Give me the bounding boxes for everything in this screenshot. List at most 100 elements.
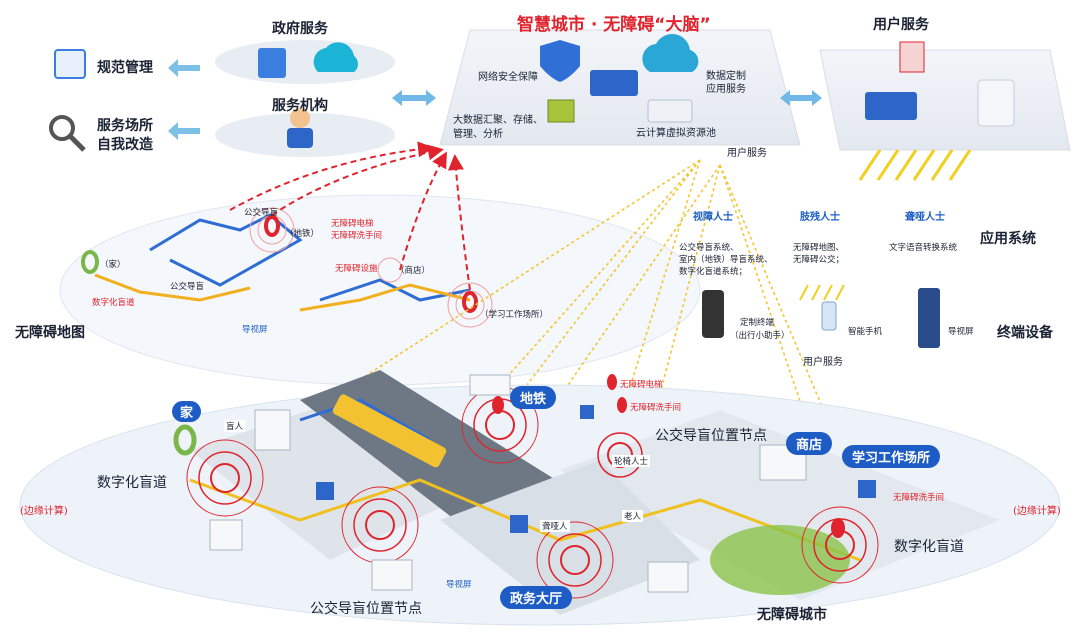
server-icon bbox=[590, 70, 638, 96]
big-data-line2: 管理、分析 bbox=[453, 129, 503, 140]
gov-oval bbox=[215, 40, 395, 84]
city-shop-pin-icon bbox=[831, 518, 845, 538]
guide-screen-icon bbox=[918, 288, 940, 348]
double-arrow-left bbox=[392, 90, 436, 106]
city-elevator-pin-icon bbox=[607, 374, 617, 390]
city-block-right bbox=[560, 410, 1000, 600]
brain-cloud-icon bbox=[642, 34, 699, 72]
city-shop-pill: 商店 bbox=[786, 432, 833, 455]
device-signal-lines bbox=[799, 284, 845, 301]
map-bus-guide-1: 公交导盲 bbox=[170, 282, 205, 292]
city-metro-pin-icon bbox=[492, 396, 504, 414]
chip-icon bbox=[547, 99, 575, 123]
custom-terminal-line1: 定制终端 bbox=[740, 318, 775, 328]
devices-title: 终端设备 bbox=[997, 325, 1053, 341]
device-user-service-label: 用户服务 bbox=[803, 357, 843, 368]
city-restroom-label: 无障碍洗手间 bbox=[630, 403, 682, 413]
map-home-label: （家） bbox=[100, 260, 126, 270]
map-route-blue bbox=[149, 213, 303, 287]
train bbox=[332, 394, 447, 468]
edge-compute-left: (边缘计算) bbox=[20, 506, 68, 517]
city-blind-label: 盲人 bbox=[224, 420, 246, 432]
double-arrow-right bbox=[780, 90, 822, 106]
city-digital-path-right: 数字化盲道 bbox=[894, 539, 964, 555]
gov-cloud-icon bbox=[313, 42, 358, 72]
city-guide-screen-label: 导视屏 bbox=[446, 580, 472, 590]
map-work-label: （学习工作场所） bbox=[480, 310, 549, 320]
city-workplace-pill: 学习工作场所 bbox=[842, 445, 941, 468]
custom-terminal-icon bbox=[702, 290, 724, 338]
city-home-pin-icon bbox=[173, 424, 197, 456]
dis-desc-line1: 无障碍地图、 bbox=[793, 243, 845, 253]
map-digital-path-label: 数字化盲道 bbox=[92, 298, 135, 308]
map-metro-pin-icon bbox=[264, 215, 280, 237]
map-route-yellow-2 bbox=[299, 283, 471, 312]
edge-compute-right: (边缘计算) bbox=[1013, 506, 1061, 517]
monitor-icon bbox=[54, 49, 86, 79]
custom-terminal-line2: （出行小助手） bbox=[730, 331, 790, 341]
norm-mgmt-label: 规范管理 bbox=[97, 60, 153, 76]
vi-desc-line1: 公交导盲系统、 bbox=[679, 243, 739, 253]
map-home-pin-icon bbox=[81, 250, 99, 274]
city-bus-node-bottom: 公交导盲位置节点 bbox=[310, 601, 422, 617]
brain-user-service-label: 用户服务 bbox=[727, 148, 767, 159]
user-services-title: 用户服务 bbox=[873, 17, 929, 33]
storage-icon bbox=[647, 99, 693, 123]
shield-icon bbox=[540, 40, 580, 82]
cloud-pool-label: 云计算虚拟资源池 bbox=[636, 128, 716, 139]
deaf-label: 聋哑人士 bbox=[905, 212, 945, 223]
city-park bbox=[710, 525, 850, 595]
map-shop-pin-icon bbox=[462, 291, 478, 313]
user-grid-icon bbox=[899, 41, 925, 73]
map-bus-guide-2: 公交导盲 bbox=[244, 208, 279, 218]
city-bus-node-top: 公交导盲位置节点 bbox=[655, 428, 767, 444]
smartphone-icon bbox=[821, 301, 837, 331]
city-buildings bbox=[209, 374, 807, 593]
visually-impaired-label: 视障人士 bbox=[693, 212, 733, 223]
map-restroom-label: 无障碍洗手间 bbox=[331, 231, 383, 241]
user-service-panel bbox=[819, 49, 1071, 151]
map-guide-screen-label: 导视屏 bbox=[242, 325, 268, 335]
disabled-label: 肢残人士 bbox=[800, 212, 840, 223]
signal-lines bbox=[858, 149, 972, 181]
map-shop-label: （商店） bbox=[396, 266, 431, 276]
gov-server-icon bbox=[258, 48, 286, 78]
guide-screen-label: 导视屏 bbox=[948, 327, 974, 337]
brain-title: 智慧城市 · 无障碍“大脑” bbox=[517, 15, 711, 35]
user-stack-icon bbox=[977, 79, 1015, 127]
map-small-facility-label: 无障碍设施 bbox=[335, 264, 378, 274]
map-metro-label: （地铁） bbox=[285, 229, 320, 239]
app-system-title: 应用系统 bbox=[980, 231, 1036, 247]
city-restroom-right-label: 无障碍洗手间 bbox=[893, 493, 945, 503]
service-org-label: 服务机构 bbox=[272, 98, 328, 114]
data-custom-line2: 应用服务 bbox=[706, 84, 746, 95]
city-rings bbox=[186, 386, 879, 599]
arrow-to-norm bbox=[168, 59, 200, 77]
map-ellipse bbox=[59, 194, 701, 386]
org-person-icon bbox=[290, 108, 310, 128]
city-elevator-label: 无障碍电梯 bbox=[620, 380, 663, 390]
city-gov-hall-pill: 政务大厅 bbox=[500, 586, 573, 609]
city-elderly-label: 老人 bbox=[622, 510, 644, 522]
map-route-yellow bbox=[94, 273, 251, 302]
vi-desc-line2: 室内（地铁）导盲系统、 bbox=[679, 255, 773, 265]
city-deaf-label: 聋哑人 bbox=[540, 520, 570, 532]
venue-reform-line1: 服务场所 bbox=[97, 118, 153, 134]
venue-reform-line2: 自我改造 bbox=[97, 137, 153, 153]
city-title: 无障碍城市 bbox=[757, 607, 827, 623]
smartphone-label: 智能手机 bbox=[848, 327, 883, 337]
accessibility-sign-icons bbox=[316, 405, 876, 533]
deaf-desc: 文字语音转换系统 bbox=[889, 243, 958, 253]
city-path-blue bbox=[299, 398, 431, 442]
city-metro-pill: 地铁 bbox=[510, 386, 557, 409]
magnifier-icon bbox=[49, 115, 75, 141]
map-elevator-label: 无障碍电梯 bbox=[331, 219, 374, 229]
big-data-line1: 大数据汇聚、存储、 bbox=[453, 115, 543, 126]
city-digital-path-left: 数字化盲道 bbox=[97, 475, 167, 491]
city-wheelchair-label: 轮椅人士 bbox=[612, 455, 651, 467]
net-security-label: 网络安全保障 bbox=[478, 72, 538, 83]
arrow-to-venue bbox=[168, 122, 200, 140]
vi-desc-line3: 数字化盲道系统； bbox=[679, 267, 748, 277]
city-restroom-pin-icon bbox=[617, 397, 627, 413]
user-server-icon bbox=[865, 92, 917, 120]
